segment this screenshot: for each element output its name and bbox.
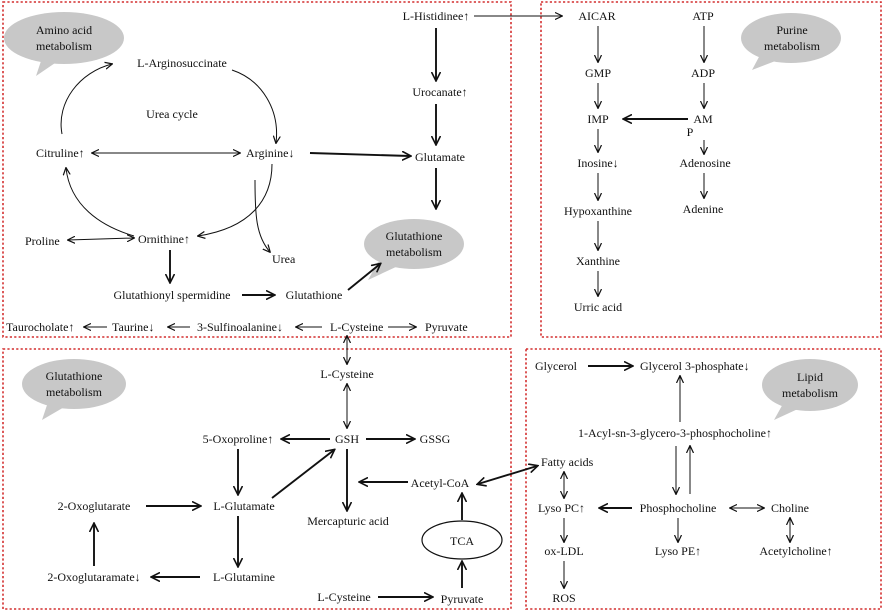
node-ornithine: Ornithine↑	[138, 232, 190, 246]
node-uric-acid: Urric acid	[574, 300, 622, 314]
glutathione-top-title-2: metabolism	[386, 245, 443, 259]
node-l-glutamate: L-Glutamate	[213, 499, 274, 513]
node-glutathione: Glutathione	[286, 288, 343, 302]
node-urocanate: Urocanate↑	[412, 85, 467, 99]
node-phosphocholine: Phosphocholine	[640, 501, 717, 515]
amino-acid-title-bubble: Amino acid metabolism	[4, 12, 124, 76]
lipid-title-1: Lipid	[797, 370, 823, 384]
node-mercapturic: Mercapturic acid	[307, 514, 389, 528]
node-cysteine-low: L-Cysteine	[317, 590, 370, 604]
node-ros: ROS	[552, 591, 575, 605]
edge-ornithine-citruline	[66, 168, 135, 237]
amino-acid-panel	[2, 1, 512, 338]
node-xanthine: Xanthine	[576, 254, 620, 268]
node-acetyl-coa: Acetyl-CoA	[411, 476, 470, 490]
node-adenine: Adenine	[683, 202, 724, 216]
edge-argininosuccinate-arginine	[231, 69, 277, 143]
node-cysteine-top: L-Cysteine	[330, 320, 383, 334]
node-l-glutamine: L-Glutamine	[213, 570, 275, 584]
node-adp: ADP	[691, 66, 715, 80]
node-acetylcholine: Acetylcholine↑	[759, 544, 832, 558]
glutathione-bottom-title-2: metabolism	[46, 385, 103, 399]
node-citruline: Citruline↑	[36, 146, 85, 160]
purine-panel	[540, 1, 882, 338]
node-gmp: GMP	[585, 66, 611, 80]
node-amp-2: P	[687, 125, 694, 139]
node-adenosine: Adenosine	[679, 156, 730, 170]
edge-citruline-argininosuccinate	[60, 64, 112, 135]
node-tca: TCA	[450, 534, 474, 548]
node-arginine: Arginine↓	[246, 146, 294, 160]
edge-arginine-glutamate	[309, 153, 410, 156]
node-fatty-acids: Fatty acids	[541, 455, 594, 469]
node-taurine: Taurine↓	[112, 320, 154, 334]
node-aicar: AICAR	[578, 9, 615, 23]
node-oxoglutaramate: 2-Oxoglutaramate↓	[47, 570, 140, 584]
purine-title-1: Purine	[776, 23, 807, 37]
edge-glutathione-bubble	[347, 264, 380, 291]
node-choline: Choline	[771, 501, 809, 515]
edge-arginine-ornithine	[198, 163, 273, 236]
lipid-title-bubble: Lipid metabolism	[762, 359, 858, 420]
node-taurocholate: Taurocholate↑	[6, 320, 74, 334]
node-oxoproline: 5-Oxoproline↑	[203, 432, 274, 446]
glutathione-top-bubble: Glutathione metabolism	[364, 219, 464, 280]
edge-glutamate-gsh	[271, 450, 334, 499]
edge-arginine-urea	[254, 179, 270, 252]
node-proline: Proline	[25, 234, 60, 248]
node-lyso-pe: Lyso PE↑	[655, 544, 701, 558]
node-glycerol-3p: Glycerol 3-phosphate↓	[640, 359, 750, 373]
glutathione-top-title-1: Glutathione	[386, 229, 443, 243]
purine-title-2: metabolism	[764, 39, 821, 53]
node-atp: ATP	[692, 9, 714, 23]
glutathione-bottom-bubble: Glutathione metabolism	[22, 359, 126, 420]
node-inosine: Inosine↓	[577, 156, 618, 170]
tca-node: TCA	[421, 520, 503, 560]
node-imp: IMP	[587, 112, 609, 126]
node-gssg: GSSG	[420, 432, 451, 446]
node-acyl-gpc: 1-Acyl-sn-3-glycero-3-phosphocholine↑	[578, 426, 772, 440]
purine-title-bubble: Purine metabolism	[741, 13, 841, 70]
node-glutathionyl-spermidine: Glutathionyl spermidine	[114, 288, 231, 302]
node-gsh: GSH	[335, 432, 359, 446]
glutathione-bottom-title-1: Glutathione	[46, 369, 103, 383]
lipid-title-2: metabolism	[782, 386, 839, 400]
label-urea-cycle: Urea cycle	[146, 107, 198, 121]
amino-title-2: metabolism	[36, 39, 93, 53]
node-glycerol: Glycerol	[535, 359, 578, 373]
node-pyruvate-top: Pyruvate	[425, 320, 468, 334]
node-pyruvate-low: Pyruvate	[441, 592, 484, 606]
edge-fattyacids-acetylcoa	[478, 466, 537, 484]
node-amp-1: AM	[693, 112, 713, 126]
amino-title-1: Amino acid	[36, 23, 92, 37]
node-histidine: L-Histidinee↑	[403, 9, 470, 23]
node-ox-ldl: ox-LDL	[544, 544, 583, 558]
node-lyso-pc: Lyso PC↑	[538, 501, 585, 515]
node-argininosuccinate: L-Arginosuccinate	[137, 56, 227, 70]
node-glutamate: Glutamate	[415, 150, 465, 164]
node-hypoxanthine: Hypoxanthine	[564, 204, 632, 218]
node-oxoglutarate: 2-Oxoglutarate	[58, 499, 131, 513]
node-sulfinoalanine: 3-Sulfinoalanine↓	[197, 320, 283, 334]
node-urea: Urea	[272, 252, 296, 266]
node-cysteine-mid: L-Cysteine	[320, 367, 373, 381]
edge-proline-ornithine	[68, 238, 134, 240]
